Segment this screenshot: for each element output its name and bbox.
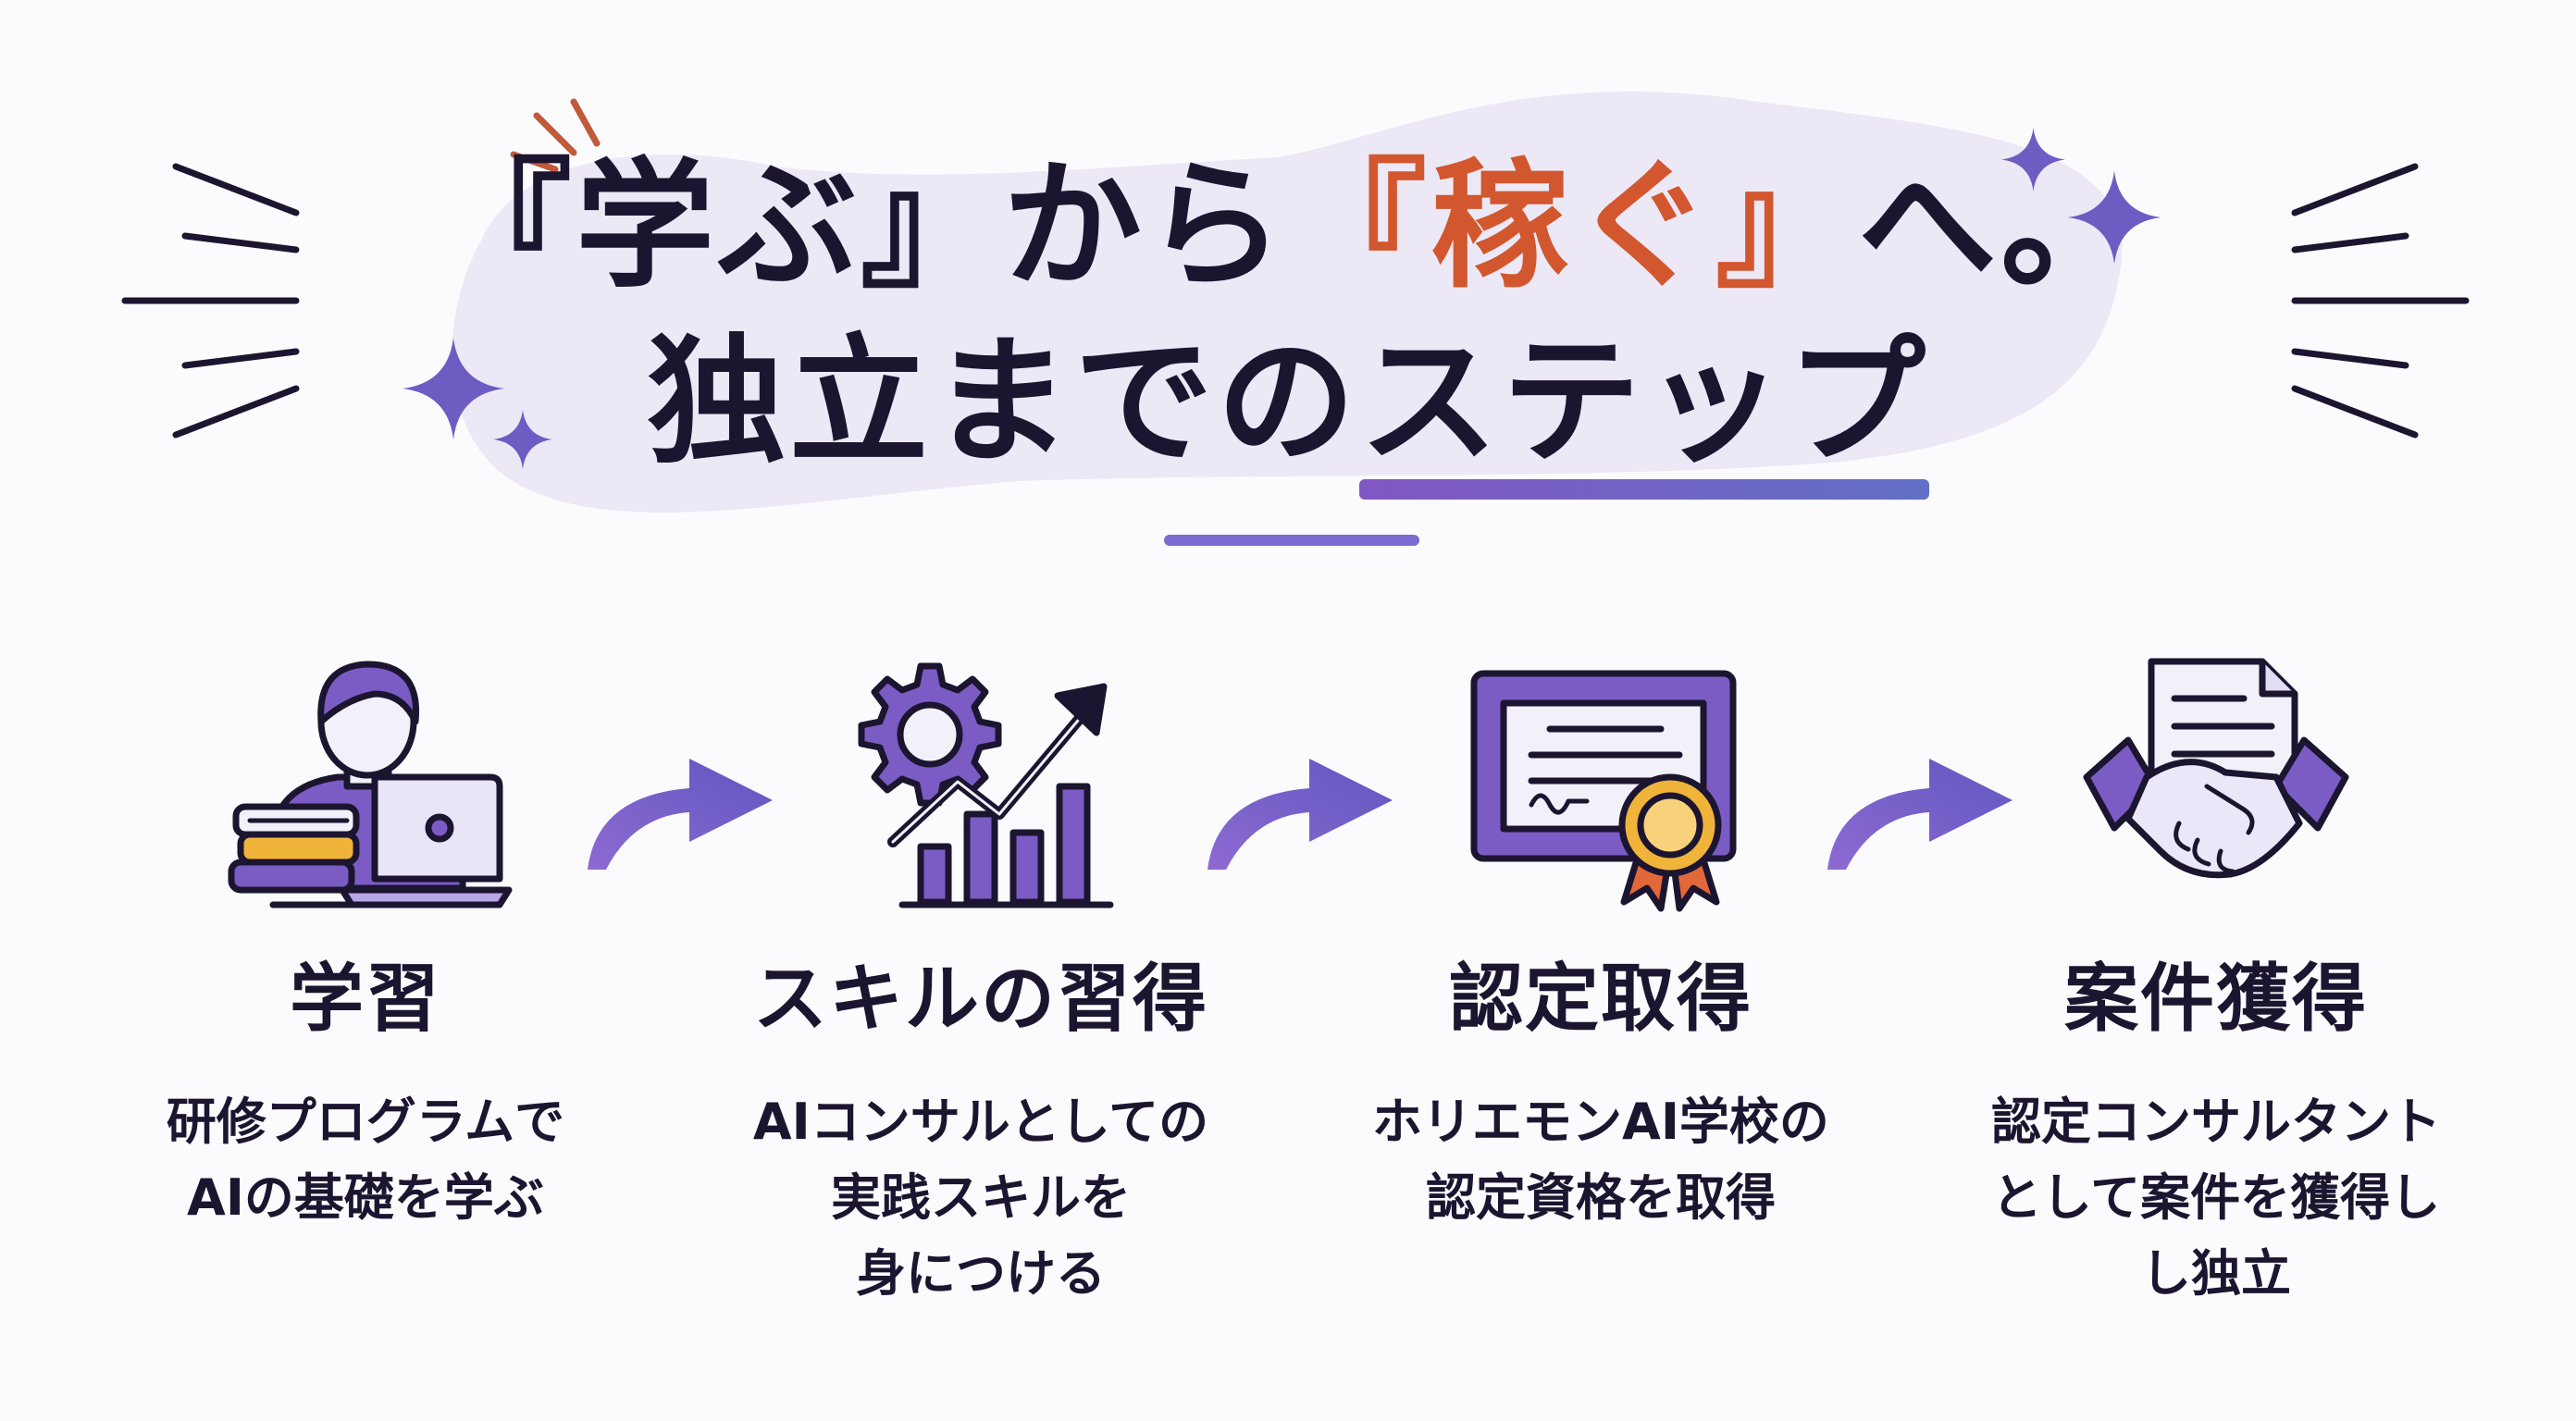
left-burst-lines-icon — [121, 163, 300, 439]
title-line-2: 独立までのステップ — [0, 322, 2576, 500]
step-heading: 認定取得 — [1449, 956, 1752, 1042]
step-heading: 学習 — [290, 956, 441, 1042]
step-heading: スキルの習得 — [753, 956, 1208, 1042]
gear-growth-chart-icon — [858, 662, 1114, 908]
step-description: 認定コンサルタント として案件を獲得し し独立 — [1991, 1093, 2441, 1303]
title-prefix: 『学ぶ』から — [432, 146, 1288, 307]
step-arrow-1-icon — [588, 759, 773, 870]
sparkle-icon — [2067, 170, 2161, 265]
sparkle-icon — [402, 338, 504, 439]
sparkle-icon — [492, 409, 553, 470]
certificate-award-icon — [1470, 670, 1737, 912]
accent-dashes-icon — [510, 98, 601, 173]
step-arrow-3-icon — [1827, 759, 2012, 870]
step-description: ホリエモンAI学校の 認定資格を取得 — [1372, 1093, 1829, 1227]
handshake-contract-icon — [2083, 658, 2349, 879]
step-project-acquisition: 案件獲得 認定コンサルタント として案件を獲得し し独立 — [1929, 962, 2503, 1312]
step-heading: 案件獲得 — [2064, 956, 2368, 1042]
step-description: 研修プログラムで AIの基礎を学ぶ — [166, 1093, 565, 1227]
step-learning: 学習 研修プログラムで AIの基礎を学ぶ — [79, 962, 652, 1236]
title-divider — [1164, 535, 1419, 546]
title-line-1: 『学ぶ』から『稼ぐ』へ。 — [0, 157, 2576, 296]
title-accent: 『稼ぐ』 — [1287, 146, 1858, 307]
title-suffix: へ。 — [1858, 146, 2144, 307]
title-underlined: ステップ — [1359, 322, 1930, 500]
right-burst-lines-icon — [2291, 163, 2470, 439]
step-certification: 認定取得 ホリエモンAI学校の 認定資格を取得 — [1314, 962, 1888, 1236]
person-laptop-books-icon — [228, 661, 513, 908]
sparkle-icon — [2001, 128, 2065, 192]
step-arrow-2-icon — [1208, 759, 1393, 870]
step-skill-acquisition: スキルの習得 AIコンサルとしての 実践スキルを 身につける — [694, 962, 1268, 1312]
title-plain: 独立までの — [646, 322, 1359, 483]
step-description: AIコンサルとしての 実践スキルを 身につける — [752, 1093, 1209, 1303]
